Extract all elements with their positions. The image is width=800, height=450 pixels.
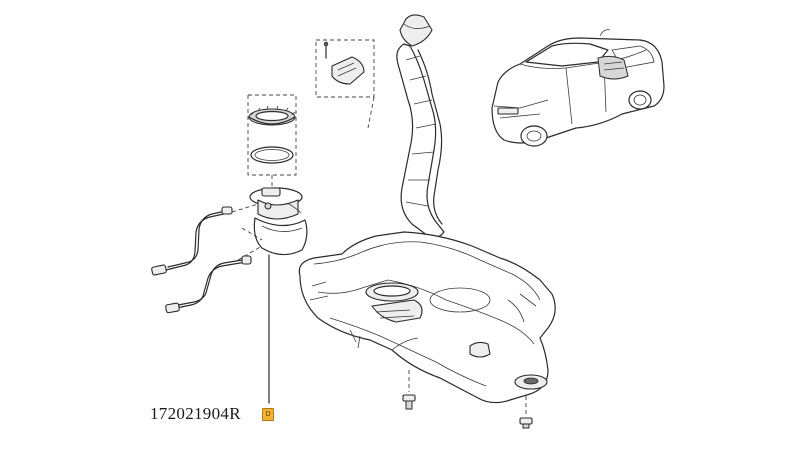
fuel-tank[interactable] xyxy=(298,231,556,404)
fuel-pump-module[interactable] xyxy=(249,187,308,256)
vehicle-location xyxy=(491,29,665,147)
fuel-lines[interactable] xyxy=(151,206,252,314)
filler-neck[interactable] xyxy=(396,14,445,238)
fuel-line-connectors xyxy=(231,203,263,261)
seal-ring[interactable] xyxy=(250,146,294,164)
filler-flap[interactable] xyxy=(323,41,365,85)
part-number-label: 172021904R xyxy=(150,404,241,423)
mounting-bolts[interactable] xyxy=(402,370,533,429)
part-badge[interactable]: D xyxy=(262,408,274,421)
ring-seal-group-frame xyxy=(247,94,297,176)
lock-ring[interactable] xyxy=(248,105,296,126)
filler-flap-frame xyxy=(315,39,375,129)
